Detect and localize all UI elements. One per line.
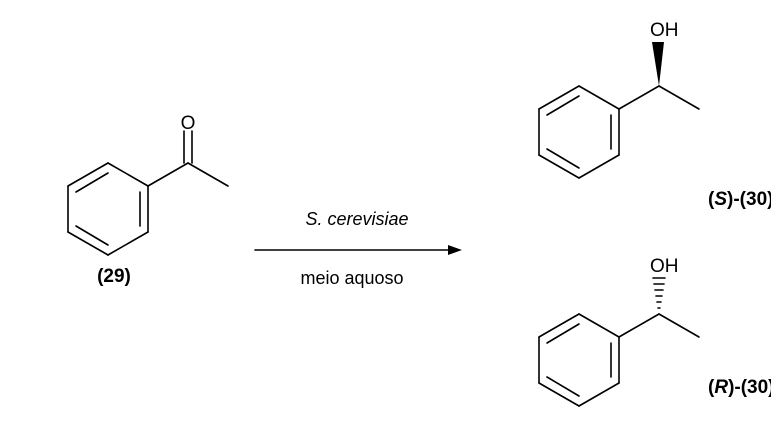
reactant-acetophenone: O (29) (67, 113, 229, 287)
product-s-side-chain (618, 42, 700, 110)
product-r-label: (R)-(30) (708, 377, 771, 398)
medium-label: meio aquoso (300, 268, 403, 288)
hashed-bond (652, 277, 666, 309)
reactant-benzene-ring (67, 162, 149, 256)
product-r-1-phenylethanol: OH (R)-(30) (538, 256, 771, 407)
wedge-bond (652, 42, 664, 86)
product-r-side-chain (618, 277, 700, 338)
reactant-label: (29) (97, 266, 131, 287)
product-s-label: (S)-(30) (708, 189, 771, 210)
reagent-label: S. cerevisiae (305, 209, 408, 229)
product-s-benzene-ring (538, 85, 620, 179)
reactant-oxygen-atom: O (181, 113, 196, 134)
product-r-benzene-ring (538, 313, 620, 407)
product-s-hydroxyl: OH (650, 20, 679, 41)
product-s-1-phenylethanol: OH (S)-(30) (538, 20, 771, 210)
product-r-hydroxyl: OH (650, 256, 679, 277)
reactant-acetyl-group (147, 130, 229, 187)
reaction-arrow (254, 245, 462, 255)
